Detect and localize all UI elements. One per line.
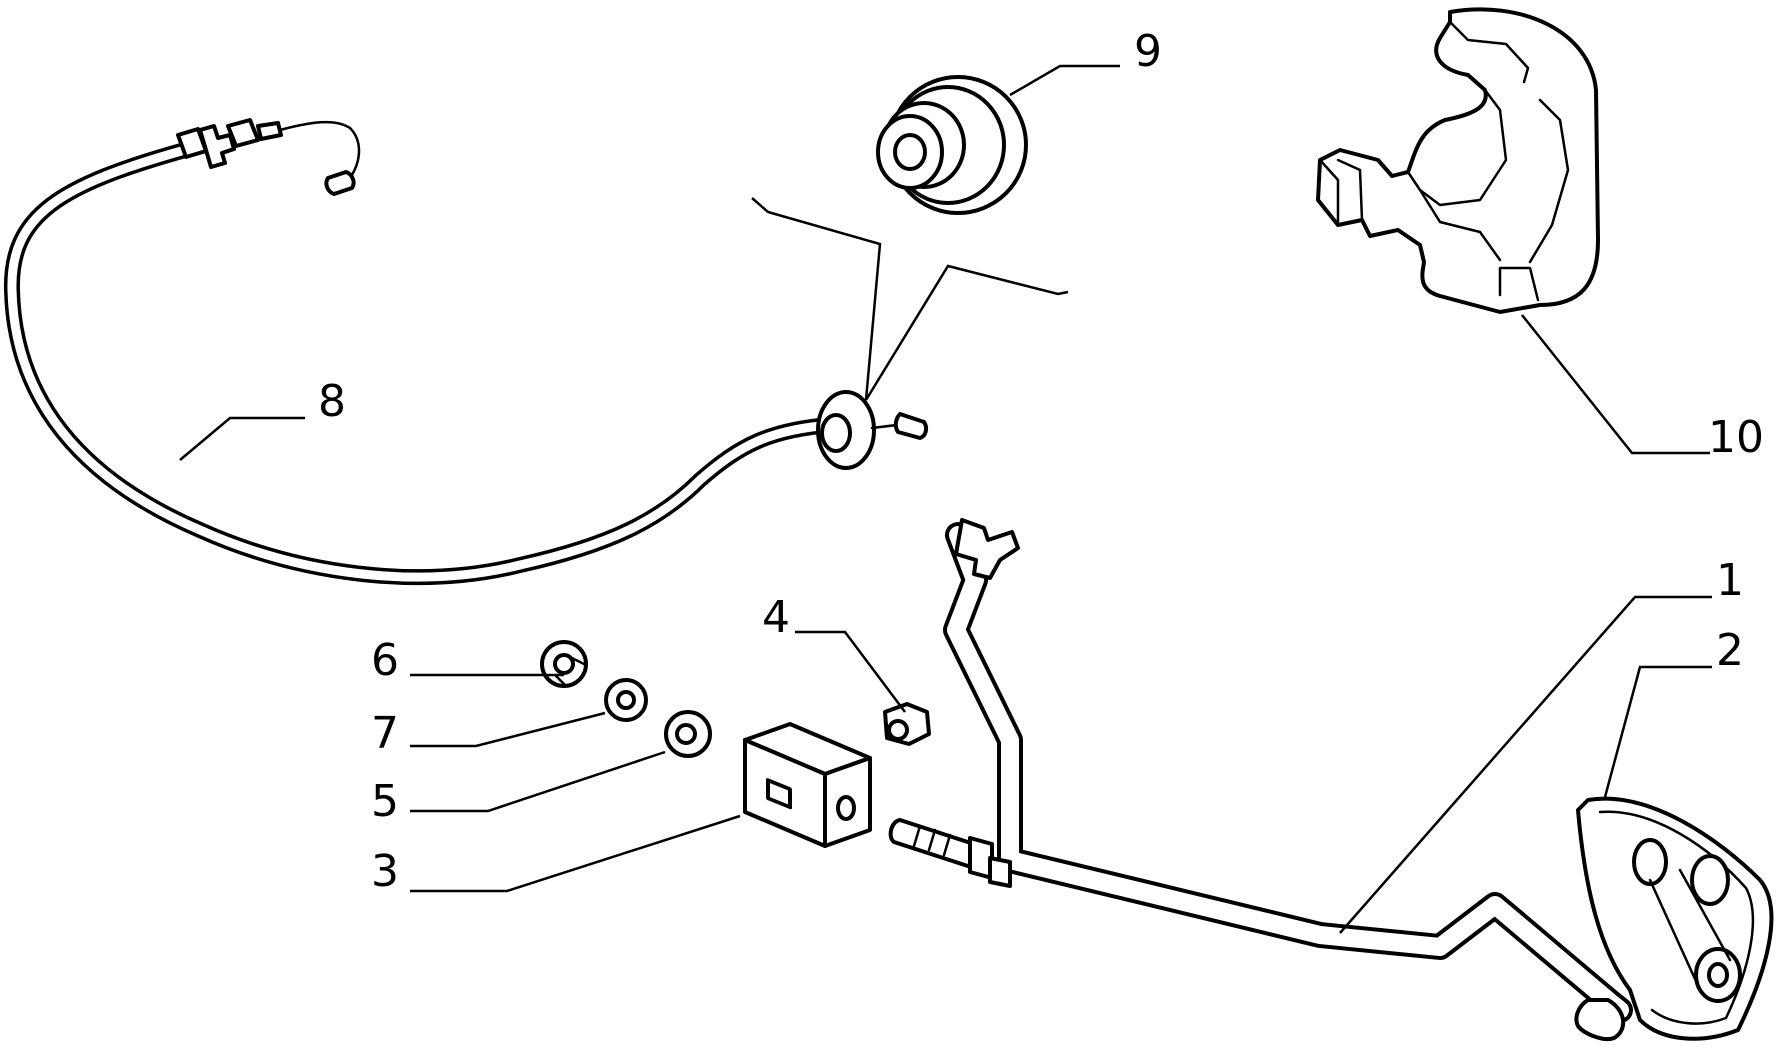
plug-part-9 bbox=[876, 75, 1028, 215]
callout-labels: 1 2 3 4 5 6 7 8 9 10 bbox=[318, 26, 1764, 897]
callout-1: 1 bbox=[1716, 555, 1744, 606]
callout-10: 10 bbox=[1708, 412, 1764, 463]
cable-part-8 bbox=[3, 118, 929, 586]
washer-part-5 bbox=[664, 710, 712, 758]
leader-lines bbox=[179, 64, 1712, 934]
switch-part-3 bbox=[743, 722, 872, 848]
nut-part-4 bbox=[883, 702, 931, 746]
section-lines bbox=[751, 197, 1069, 401]
callout-2: 2 bbox=[1716, 625, 1744, 676]
lever-part-1 bbox=[888, 518, 1633, 1041]
clip-part-6 bbox=[540, 640, 588, 688]
callout-9: 9 bbox=[1134, 26, 1162, 77]
washer-part-7 bbox=[604, 678, 648, 722]
bracket-part-10 bbox=[1316, 7, 1600, 314]
pedal-pad-part-2 bbox=[1576, 796, 1774, 1041]
callout-5: 5 bbox=[371, 776, 399, 827]
callout-6: 6 bbox=[371, 635, 399, 686]
callout-8: 8 bbox=[318, 376, 346, 427]
callout-3: 3 bbox=[371, 846, 399, 897]
callout-4: 4 bbox=[762, 592, 790, 643]
callout-7: 7 bbox=[371, 708, 399, 759]
